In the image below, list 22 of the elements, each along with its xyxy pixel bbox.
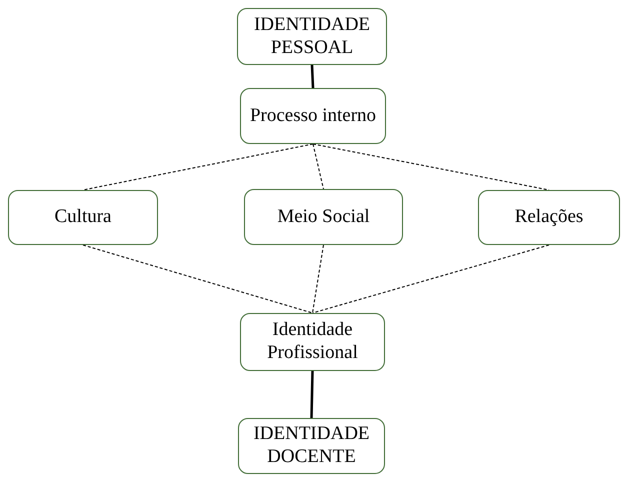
dashed-connector bbox=[312, 244, 550, 314]
dashed-connector bbox=[82, 144, 314, 190]
dashed-connector bbox=[312, 144, 324, 190]
node-label: Processo interno bbox=[250, 104, 376, 128]
rounded-box bbox=[240, 313, 385, 371]
rounded-box bbox=[240, 88, 386, 144]
rounded-box bbox=[238, 418, 385, 474]
rounded-box bbox=[478, 190, 620, 245]
node-label: Relações bbox=[514, 206, 584, 229]
node-label: IDENTIDADE DOCENTE bbox=[252, 423, 371, 469]
dashed-connector bbox=[312, 244, 324, 314]
rounded-box bbox=[8, 190, 158, 245]
connector-line bbox=[310, 370, 314, 418]
rounded-box bbox=[237, 8, 387, 65]
dashed-connector bbox=[82, 244, 313, 314]
node-label: Meio Social bbox=[277, 206, 370, 228]
connector-line bbox=[310, 64, 314, 88]
dashed-connector bbox=[312, 144, 550, 190]
rounded-box bbox=[244, 189, 403, 245]
node-label: Cultura bbox=[54, 206, 112, 229]
node-label: IDENTIDADE PESSOAL bbox=[252, 14, 372, 60]
node-label: Identidade Profissional bbox=[266, 319, 359, 365]
